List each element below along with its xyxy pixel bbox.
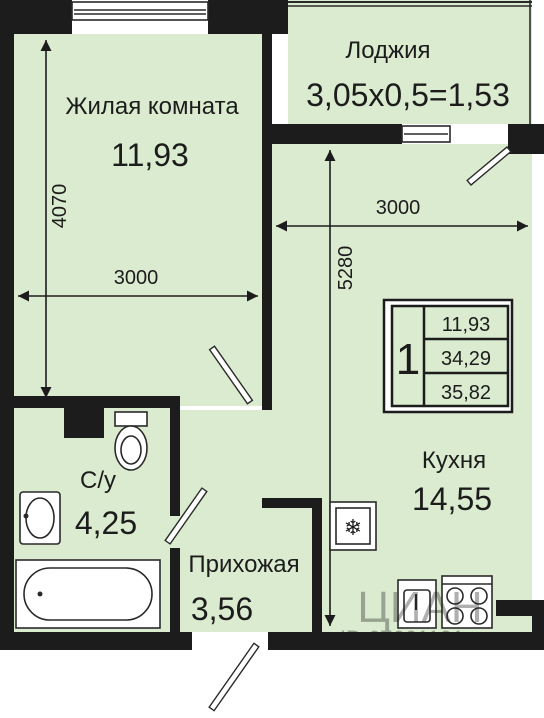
wall-niche-right xyxy=(496,600,544,616)
wall-loggia-inner xyxy=(262,124,402,144)
boiler-icon xyxy=(329,501,377,551)
rooms-count: 1 xyxy=(396,335,420,384)
dim-kitchen-height: 5280 xyxy=(335,246,357,291)
dim-living-width: 3000 xyxy=(114,267,159,289)
watermark-id: ID 67661101 xyxy=(340,626,464,651)
summary-total-with-loggia: 35,82 xyxy=(441,382,491,404)
summary-table: 1 11,93 34,29 35,82 xyxy=(382,298,514,414)
door-entrance xyxy=(208,642,260,712)
watermark-logo: ЦИАН xyxy=(357,583,482,632)
window-top xyxy=(71,1,209,21)
wall-top-mid xyxy=(208,0,288,34)
loggia-name: Лоджия xyxy=(345,37,430,64)
bathroom-area: 4,25 xyxy=(75,505,137,541)
toilet-icon xyxy=(114,411,148,471)
walls xyxy=(0,0,544,650)
wall-loggia-right xyxy=(508,124,544,154)
loggia-window xyxy=(401,125,451,143)
summary-total-area: 34,29 xyxy=(441,348,491,370)
hall-area: 3,56 xyxy=(191,591,253,627)
wall-hall-kitchen-top xyxy=(262,498,320,508)
wall-living-kitchen xyxy=(262,34,272,410)
door-living xyxy=(208,345,254,405)
dimension-lines xyxy=(18,40,528,626)
wall-left xyxy=(0,0,14,650)
door-bathroom xyxy=(164,487,208,545)
dim-living-height: 4070 xyxy=(49,184,71,229)
wall-bath-shaft xyxy=(64,408,104,438)
sink-kitchen-icon xyxy=(397,579,437,629)
living-room-floor xyxy=(14,34,262,406)
watermark: ЦИАН ID 67661101 xyxy=(340,583,483,651)
dim-kitchen-width: 3000 xyxy=(376,197,421,219)
living-room-name: Жилая комната xyxy=(65,93,239,120)
bathtub-icon xyxy=(15,559,161,629)
wall-bath-top xyxy=(14,396,180,408)
wall-bath-right xyxy=(170,396,180,516)
stove-icon xyxy=(441,575,493,629)
loggia-formula: 3,05x0,5=1,53 xyxy=(306,77,510,113)
kitchen-name: Кухня xyxy=(422,447,486,474)
wall-hall-kitchen xyxy=(312,498,322,632)
hall-name: Прихожая xyxy=(188,551,299,578)
door-loggia xyxy=(466,146,512,186)
doors xyxy=(164,146,512,712)
sink-icon xyxy=(19,491,61,545)
kitchen-area: 14,55 xyxy=(412,481,492,517)
loggia-floor xyxy=(288,0,532,124)
snowflake-icon: ❄ xyxy=(344,515,362,540)
living-room-area: 11,93 xyxy=(111,137,189,173)
wall-bottom xyxy=(0,632,192,650)
bathroom-name: С/у xyxy=(80,467,116,494)
wall-bottom-right xyxy=(268,632,544,650)
hall-floor xyxy=(180,410,312,632)
summary-living-area: 11,93 xyxy=(442,314,491,336)
loggia-railing xyxy=(288,0,532,124)
wall-bath-right-low xyxy=(170,548,180,632)
